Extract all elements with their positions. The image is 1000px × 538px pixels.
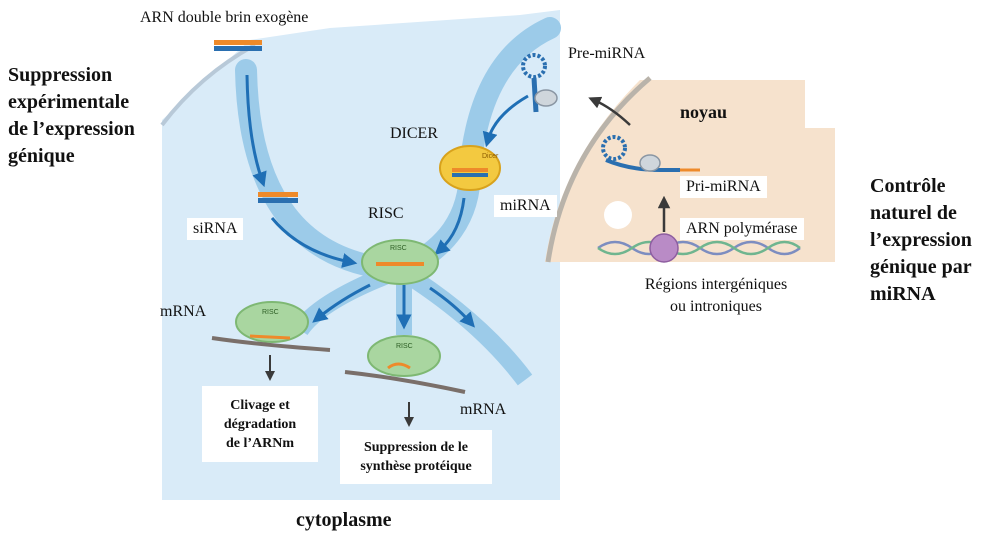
risc-complex-translation: RISC bbox=[344, 335, 466, 394]
label-cytoplasm: cytoplasme bbox=[296, 509, 392, 531]
outcome-cleavage-line-1: Clivage et bbox=[230, 397, 290, 413]
label-nucleus: noyau bbox=[680, 102, 728, 122]
nuclear-envelope bbox=[545, 76, 652, 263]
arrow-mirna-to-risc bbox=[434, 197, 466, 256]
label-intergenic-line-1: Régions intergéniques bbox=[644, 276, 788, 293]
nucleus-extension bbox=[800, 128, 835, 262]
right-side-title: Contrôle naturel de l’expression génique… bbox=[870, 173, 972, 308]
label-pre-mirna: Pre-miRNA bbox=[568, 45, 646, 62]
label-sirna: siRNA bbox=[187, 218, 244, 240]
left-side-line-4: génique bbox=[8, 145, 75, 167]
svg-text:RISC: RISC bbox=[262, 309, 279, 316]
outcome-cleavage-box: Clivage et dégradation de l’ARNm bbox=[202, 386, 318, 462]
label-pri-mirna: Pri-miRNA bbox=[680, 176, 767, 198]
arrow-sirna-to-risc bbox=[270, 217, 358, 268]
sirna-molecule bbox=[258, 192, 298, 203]
dicer-complex: Dicer bbox=[439, 145, 501, 191]
outcome-cleavage-line-2: dégradation bbox=[223, 416, 297, 432]
label-mrna-right: mRNA bbox=[460, 401, 507, 418]
risc-complex-cleavage: RISC bbox=[211, 301, 331, 352]
right-side-line-4: génique par bbox=[870, 256, 972, 278]
arrow-premirna-to-dicer bbox=[482, 94, 529, 148]
left-side-line-2: expérimentale bbox=[8, 91, 130, 113]
label-mrna-left: mRNA bbox=[160, 303, 207, 320]
left-side-line-1: Suppression bbox=[8, 64, 113, 86]
right-side-line-2: naturel de bbox=[870, 202, 957, 224]
dicer-complex-label: Dicer bbox=[482, 153, 499, 160]
nucleus-region bbox=[545, 80, 650, 262]
label-dicer: DICER bbox=[390, 125, 438, 142]
cell-membrane bbox=[160, 43, 256, 127]
rna-polymerase bbox=[649, 233, 679, 263]
outcome-suppression-box: Suppression de le synthèse protéique bbox=[340, 430, 492, 484]
right-side-line-1: Contrôle bbox=[870, 175, 946, 197]
arrow-risc-to-right bbox=[429, 286, 475, 328]
left-side-title: Suppression expérimentale de l’expressio… bbox=[8, 62, 135, 170]
label-intergenic-line-2: ou introniques bbox=[670, 298, 762, 315]
svg-text:RISC: RISC bbox=[390, 245, 407, 252]
arrow-risc-to-left bbox=[312, 283, 371, 323]
arrow-dsrna-to-sirna bbox=[245, 74, 267, 188]
left-side-line-3: de l’expression bbox=[8, 118, 135, 140]
risc-complex-central: RISC bbox=[361, 239, 439, 285]
label-risc: RISC bbox=[368, 205, 404, 222]
mrna-strand-middle bbox=[344, 370, 466, 394]
label-intergenic-regions: Régions intergéniques ou introniques bbox=[596, 274, 836, 318]
nuclear-pore bbox=[604, 201, 632, 229]
arrow-primirna-to-premirna bbox=[588, 96, 631, 126]
right-side-line-5: miRNA bbox=[870, 283, 936, 305]
label-exogenous-dsrna: ARN double brin exogène bbox=[140, 9, 309, 26]
pri-mirna-hairpin bbox=[601, 135, 700, 172]
outcome-suppression-line-2: synthèse protéique bbox=[360, 459, 472, 474]
outcome-cleavage-line-3: de l’ARNm bbox=[225, 435, 295, 451]
dna-helix bbox=[597, 240, 801, 256]
pre-mirna-hairpin bbox=[521, 53, 558, 113]
svg-text:RISC: RISC bbox=[396, 343, 413, 350]
label-rna-polymerase: ARN polymérase bbox=[680, 218, 804, 240]
outcome-suppression-line-1: Suppression de le bbox=[363, 440, 468, 455]
label-mirna: miRNA bbox=[494, 195, 557, 217]
exogenous-dsrna-molecule bbox=[214, 40, 262, 51]
mrna-strand-left bbox=[211, 336, 331, 352]
right-side-line-3: l’expression bbox=[870, 229, 972, 251]
